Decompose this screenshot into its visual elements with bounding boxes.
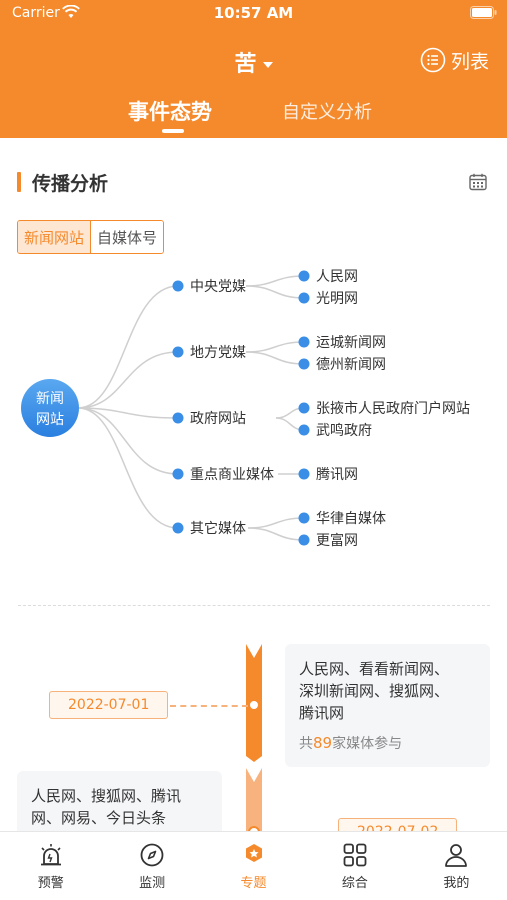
tree-leaf-label: 华律自媒体 — [316, 511, 386, 527]
nav-item-monitor[interactable]: 监测 — [101, 832, 202, 900]
tree-branch-label: 政府网站 — [190, 411, 246, 427]
tree-leaf-node[interactable] — [298, 512, 310, 524]
list-label: 列表 — [450, 50, 489, 73]
user-icon — [445, 844, 468, 867]
topic-title-dropdown[interactable]: 苦 — [0, 46, 507, 78]
content-card: 传播分析 新闻网站 自媒体号 — [0, 138, 507, 831]
list-icon — [420, 47, 446, 73]
nav-item-profile[interactable]: 我的 — [406, 832, 507, 900]
count-number: 89 — [313, 734, 333, 752]
tree-branch-node[interactable] — [172, 412, 184, 424]
timeline-event-card[interactable]: 人民网、看看新闻网、 深圳新闻网、搜狐网、 腾讯网 共89家媒体参与 — [285, 644, 490, 767]
battery-icon — [470, 6, 497, 19]
tree-leaf-node[interactable] — [298, 534, 310, 546]
topic-icon — [245, 844, 262, 862]
tree-leaf-node[interactable] — [298, 358, 310, 370]
tree-root-label-1: 新闻 — [36, 391, 64, 407]
tree-branch-node[interactable] — [172, 468, 184, 480]
timeline-date-tag[interactable]: 2022-07-01 — [49, 691, 169, 719]
caret-down-icon — [262, 62, 273, 68]
app-header: Carrier 10:57 AM 苦 列表 事件态势 自定义分析 — [0, 0, 507, 138]
tree-leaf-node[interactable] — [298, 402, 310, 414]
count-prefix: 共 — [299, 736, 313, 752]
grid-icon — [343, 843, 367, 867]
compass-icon — [140, 843, 164, 867]
nav-label: 监测 — [139, 876, 166, 891]
wifi-icon — [62, 5, 80, 18]
tree-branch-label: 中央党媒 — [190, 279, 246, 295]
tree-leaf-label: 腾讯网 — [316, 466, 358, 483]
tab-custom-analysis[interactable]: 自定义分析 — [282, 102, 372, 123]
active-tab-indicator — [162, 129, 184, 133]
tree-branch-node[interactable] — [172, 522, 184, 534]
tree-leaf-label: 运城新闻网 — [316, 335, 386, 351]
timeline-connector — [170, 705, 248, 707]
count-suffix: 家媒体参与 — [332, 736, 403, 752]
tree-branch-node[interactable] — [172, 280, 184, 292]
topic-title: 苦 — [234, 52, 257, 77]
timeline-date-tag[interactable]: 2022-07-02 — [338, 818, 458, 831]
alarm-icon — [40, 844, 61, 866]
event-media-count: 共89家媒体参与 — [299, 732, 476, 755]
tree-leaf-node[interactable] — [298, 292, 310, 304]
tree-leaf-label: 人民网 — [316, 269, 358, 285]
timeline-event-card[interactable]: 人民网、搜狐网、腾讯 网、网易、今日头条 — [17, 771, 222, 831]
tree-leaf-label: 武鸣政府 — [316, 422, 372, 439]
timeline-dot — [248, 826, 260, 831]
nav-label: 综合 — [341, 876, 368, 891]
tree-root-node[interactable] — [21, 379, 79, 437]
nav-label: 预警 — [37, 876, 64, 891]
section-accent-bar — [17, 172, 21, 192]
tree-leaf-node[interactable] — [298, 336, 310, 348]
tab-event-situation[interactable]: 事件态势 — [128, 100, 212, 124]
timeline-segment — [246, 768, 262, 831]
event-media-line: 人民网、看看新闻网、 — [299, 660, 450, 678]
tree-branch-label: 其它媒体 — [190, 520, 246, 537]
calendar-icon[interactable] — [469, 173, 487, 191]
tree-leaf-node[interactable] — [298, 424, 310, 436]
tree-root-label-2: 网站 — [36, 412, 64, 428]
status-bar: Carrier 10:57 AM — [0, 0, 507, 30]
source-type-segmented-control: 新闻网站 自媒体号 — [17, 220, 165, 254]
status-carrier: Carrier — [12, 5, 60, 21]
status-time: 10:57 AM — [213, 4, 294, 22]
nav-item-alerts[interactable]: 预警 — [0, 832, 101, 900]
tree-branch-label: 重点商业媒体 — [190, 467, 274, 483]
tree-leaf-label: 德州新闻网 — [316, 357, 386, 373]
nav-item-topics[interactable]: 专题 — [203, 832, 304, 900]
list-button[interactable]: 列表 — [420, 46, 489, 74]
bottom-tab-bar: 预警 监测 专题 综合 我的 — [0, 831, 507, 900]
nav-item-overview[interactable]: 综合 — [304, 832, 405, 900]
nav-label: 专题 — [240, 876, 267, 891]
tree-leaf-label: 光明网 — [316, 291, 358, 307]
segment-self-media[interactable]: 自媒体号 — [91, 221, 164, 253]
event-media-line: 人民网、搜狐网、腾讯 — [31, 787, 182, 805]
event-media-line: 腾讯网 — [299, 704, 345, 722]
tree-leaf-node[interactable] — [298, 270, 310, 282]
tree-leaf-label: 张掖市人民政府门户网站 — [316, 400, 470, 417]
tree-branch-node[interactable] — [172, 346, 184, 358]
event-media-line: 网、网易、今日头条 — [31, 809, 167, 827]
propagation-tree: 新闻 网站 中央党媒 地方党媒 政府网站 重点商业媒体 其它媒体 人民网 光明网… — [21, 269, 470, 549]
segment-news-sites[interactable]: 新闻网站 — [18, 221, 92, 253]
section-title: 传播分析 — [32, 173, 109, 195]
section-divider — [18, 605, 490, 606]
timeline-dot — [248, 699, 260, 711]
nav-label: 我的 — [443, 876, 470, 891]
event-media-line: 深圳新闻网、搜狐网、 — [299, 682, 450, 700]
tree-leaf-node[interactable] — [298, 468, 310, 480]
tree-leaf-label: 更富网 — [316, 532, 358, 549]
tree-branch-label: 地方党媒 — [190, 345, 246, 361]
